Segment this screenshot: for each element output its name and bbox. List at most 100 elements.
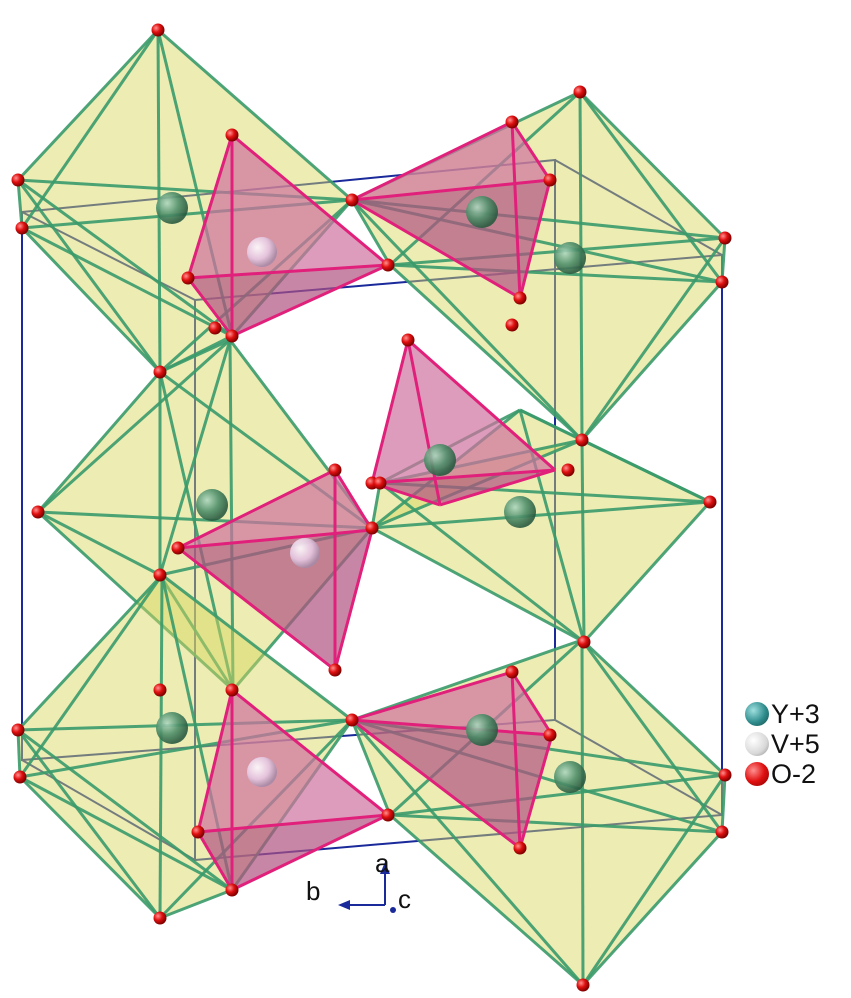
- oxygen-atom: [11, 173, 25, 187]
- octahedron-edge: [158, 718, 354, 920]
- octahedron-edge: [158, 198, 354, 374]
- octahedron-edge: [16, 729, 22, 778]
- yttrium-atom: [466, 714, 498, 746]
- octahedron-edge: [228, 339, 374, 529]
- octahedron-edge: [351, 198, 726, 240]
- oxygen-atom: [573, 85, 587, 99]
- tetrahedron-edge: [196, 831, 234, 891]
- octahedron-face: [380, 483, 710, 642]
- tetrahedron-edge: [186, 277, 234, 337]
- oxygen-ball-icon: [745, 762, 769, 786]
- octahedron-edge: [370, 482, 382, 529]
- octahedron-edge: [36, 371, 162, 513]
- vanadium-atom: [247, 237, 277, 267]
- octahedron-edge: [19, 718, 353, 779]
- yo8-octahedron: [350, 638, 727, 987]
- legend-label-y: Y+3: [771, 699, 820, 729]
- oxygen-atom: [718, 768, 732, 782]
- yttrium-atom: [504, 496, 536, 528]
- octahedron-face: [390, 640, 725, 815]
- oxygen-atom: [153, 365, 167, 379]
- octahedron-edge: [16, 28, 160, 182]
- tetrahedron-face: [178, 470, 372, 548]
- tetrahedron-face: [372, 340, 440, 505]
- oxygen-atom: [191, 825, 205, 839]
- vanadium-ball-icon: [745, 732, 769, 756]
- tetrahedron-edge: [231, 133, 389, 267]
- octahedron-edge: [350, 199, 392, 266]
- octahedron-edge: [582, 500, 712, 644]
- yo8-octahedron: [36, 338, 374, 692]
- vanadium-atom: [290, 538, 320, 568]
- tetrahedron-edge: [231, 813, 389, 892]
- tetrahedron-face: [352, 122, 550, 200]
- octahedron-edge: [580, 281, 724, 441]
- yo8-octahedron: [350, 90, 727, 442]
- tetrahedron-edge: [407, 338, 556, 472]
- oxygen-atom: [505, 318, 519, 332]
- yttrium-atom: [554, 761, 586, 793]
- octahedron-face: [390, 265, 722, 440]
- tetrahedron-edge: [351, 718, 521, 850]
- atoms: [11, 23, 732, 992]
- tetrahedron-edge: [197, 813, 389, 834]
- octahedron-face: [20, 777, 232, 918]
- axis-label-c: c: [398, 884, 411, 914]
- oxygen-atom: [153, 568, 167, 582]
- axis-label-a: a: [375, 848, 390, 878]
- octahedron-face: [160, 372, 372, 690]
- yttrium-atom: [466, 196, 498, 228]
- octahedron-edge: [720, 774, 727, 833]
- tetrahedron-face: [198, 690, 388, 832]
- tetrahedron-face: [352, 672, 552, 735]
- yttrium-atom: [156, 192, 188, 224]
- octahedron-edge: [17, 178, 233, 338]
- legend-label-o: O-2: [771, 759, 817, 789]
- octahedron-edge: [389, 813, 584, 987]
- octahedron-face: [158, 30, 352, 336]
- tetrahedron-face: [232, 690, 388, 890]
- octahedron-face: [352, 92, 580, 265]
- octahedron-edge: [36, 510, 235, 692]
- axis-a-arrowhead-icon: [380, 862, 390, 874]
- oxygen-atom: [225, 883, 239, 897]
- oxygen-atom: [381, 258, 395, 272]
- octahedron-edge: [156, 29, 234, 337]
- octahedron-edge: [228, 339, 235, 691]
- oxygen-atom: [13, 770, 27, 784]
- tetrahedron-face: [188, 265, 388, 336]
- octahedron-edge: [19, 775, 233, 892]
- octahedron-edge: [578, 90, 727, 240]
- tetrahedron-edge: [187, 263, 389, 280]
- oxygen-atom: [576, 978, 590, 992]
- octahedron-edge: [389, 773, 726, 817]
- tetrahedron-face: [232, 135, 388, 336]
- oxygen-atom: [715, 825, 729, 839]
- octahedron-edge: [158, 371, 235, 691]
- octahedron-face: [162, 575, 352, 890]
- tetrahedron-edge: [370, 339, 410, 484]
- octahedron-edge: [389, 263, 723, 284]
- yo8-polyhedra: [16, 28, 727, 987]
- octahedron-edge: [379, 408, 521, 485]
- tetrahedron-edge: [518, 734, 554, 849]
- octahedron-edge: [158, 339, 232, 576]
- octahedron-edge: [161, 573, 353, 722]
- tetrahedron-face: [178, 530, 372, 670]
- oxygen-atom: [181, 271, 195, 285]
- oxygen-atom: [703, 495, 717, 509]
- tetrahedron-edge: [510, 121, 552, 181]
- octahedron-edge: [389, 813, 723, 834]
- tetrahedron-edge: [333, 469, 374, 531]
- vo4-tetrahedra: [177, 120, 556, 892]
- octahedron-edge: [17, 178, 353, 202]
- oxygen-atom: [575, 433, 589, 447]
- oxygen-atom: [208, 321, 222, 335]
- tetrahedron-face: [188, 135, 232, 336]
- yttrium-atom: [196, 489, 228, 521]
- octahedron-edge: [371, 526, 585, 644]
- octahedron-edge: [371, 438, 583, 530]
- cell-edge: [21, 759, 196, 861]
- octahedron-edge: [720, 237, 727, 283]
